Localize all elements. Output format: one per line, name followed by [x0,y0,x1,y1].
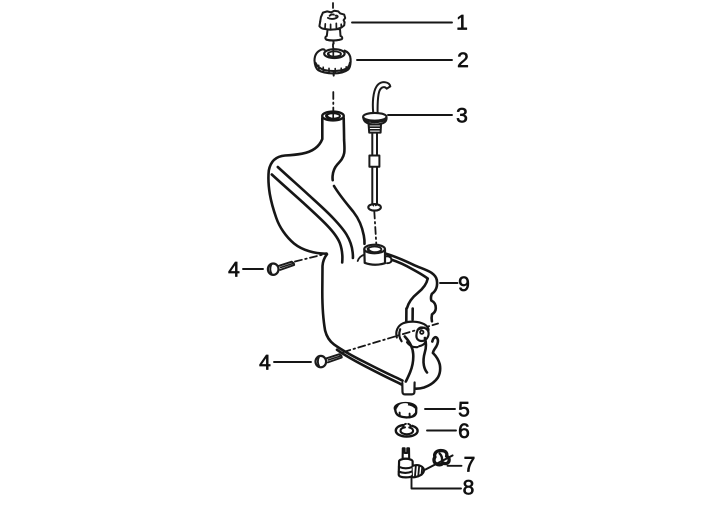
svg-text:4: 4 [228,259,240,282]
svg-text:1: 1 [456,12,468,35]
svg-text:4: 4 [259,352,271,375]
svg-text:6: 6 [458,420,470,443]
svg-text:8: 8 [463,477,475,500]
svg-text:3: 3 [456,105,468,128]
svg-text:9: 9 [458,273,470,296]
svg-text:7: 7 [464,454,476,477]
svg-text:5: 5 [458,399,470,422]
svg-text:2: 2 [457,49,469,72]
